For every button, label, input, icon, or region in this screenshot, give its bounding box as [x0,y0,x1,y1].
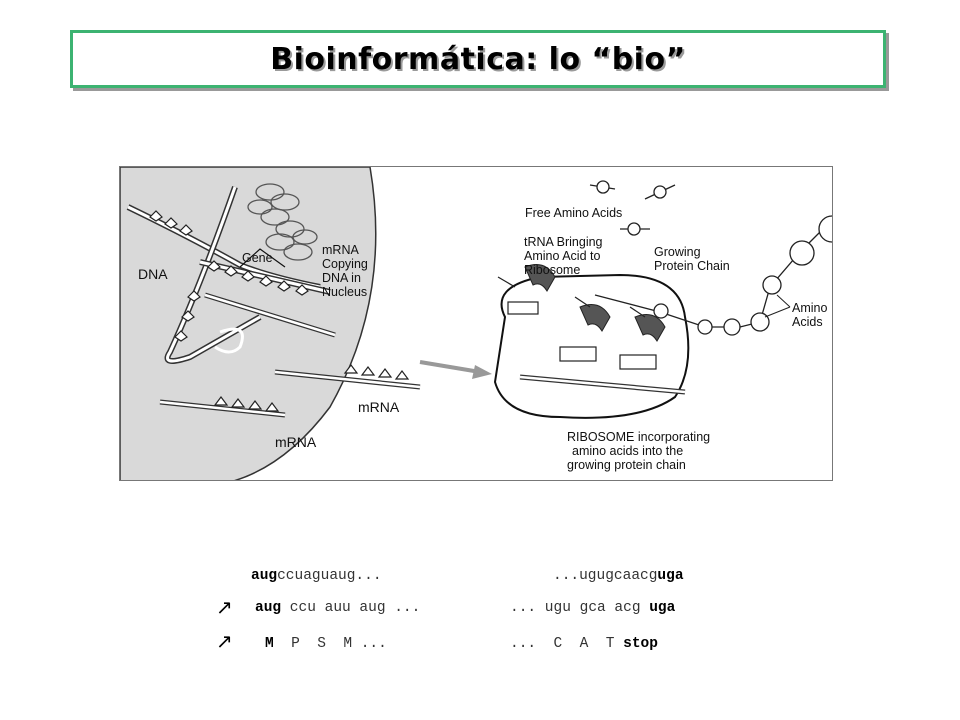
sequence-row-3-left: M P S M ... [265,636,387,652]
trna-label-1: tRNA Bringing [524,235,603,249]
trna-molecules [524,264,666,342]
trna-label-2: Amino Acid to [524,249,600,263]
start-codon: aug [255,600,282,616]
sequence-text: ...ugugcaacg [553,568,658,584]
mrna-strand-left [159,396,286,418]
mrna-copy-label-3: DNA in [322,271,361,285]
protein-synthesis-illustration: Gene DNA mRNA Copying DNA in Nucleus mRN… [120,167,832,480]
mrna-copy-label-1: mRNA [322,243,359,257]
free-amino-acids-label: Free Amino Acids [525,206,622,220]
stop-codon: uga [649,600,676,616]
sequence-row-1-right: ...ugugcaacguga [553,568,684,584]
start-aa: M [265,636,274,652]
sequence-row-2-left: aug ccu auu aug ... [255,600,420,616]
stop-label: stop [623,636,658,652]
ribosome-label-1: RIBOSOME incorporating [567,430,710,444]
free-amino-acids [589,180,676,236]
start-codon: aug [251,568,278,584]
growing-chain-label-1: Growing [654,245,701,259]
growing-protein-chain [594,215,832,336]
ribosome-label-3: growing protein chain [567,458,686,472]
arrow-icon: ↗ [216,629,233,653]
process-arrow-icon [419,360,481,374]
title-box: Bioinformática: lo “bio” [70,30,886,88]
mrna-label-left: mRNA [275,434,317,450]
amino-acid-text: ... C A T [510,636,624,652]
amino-acids-label-1: Amino [792,301,827,315]
stop-codon: uga [657,568,684,584]
coiled-chromatin [247,183,318,261]
gene-bracket [239,248,286,268]
trna-label-3: Ribosome [524,263,580,277]
amino-acids-label-2: Acids [792,315,823,329]
codon-text: ccu auu aug ... [281,600,421,616]
amino-acid-text: P S M ... [273,636,387,652]
arrow-icon: ↗ [216,595,233,619]
codon-text: ... ugu gca acg [510,600,650,616]
slide-title: Bioinformática: lo “bio” [270,41,686,77]
mrna-copy-label-2: Copying [322,257,368,271]
mrna-label-right: mRNA [358,399,400,415]
ribosome-label-2: amino acids into the [572,444,683,458]
mrna-strand-right [274,364,421,390]
sequence-row-2-right: ... ugu gca acg uga [510,600,675,616]
sequence-text: ccuaguaug... [277,568,382,584]
dna-label: DNA [138,266,168,282]
dna-bases [149,210,309,342]
sequence-row-1-left: augccuaguaug... [251,568,382,584]
growing-chain-label-2: Protein Chain [654,259,730,273]
mrna-copy-label-4: Nucleus [322,285,367,299]
sequence-row-3-right: ... C A T stop [510,636,658,652]
protein-synthesis-figure: Gene DNA mRNA Copying DNA in Nucleus mRN… [119,166,833,481]
gene-label: Gene [242,251,273,265]
